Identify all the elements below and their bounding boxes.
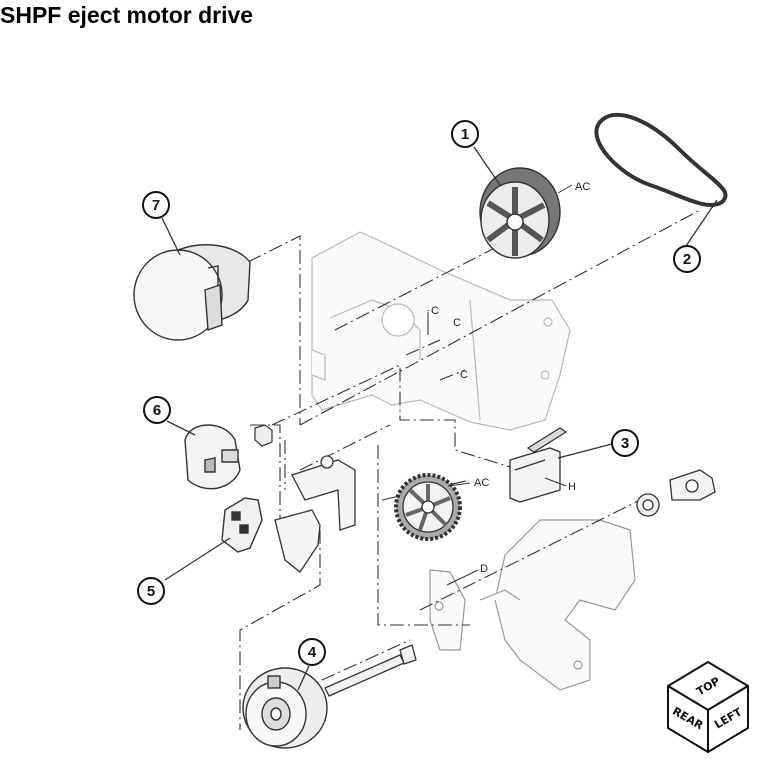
- ref-ac-lower: AC: [474, 477, 489, 489]
- sensor: [221, 497, 263, 553]
- callout-leaders: [161, 146, 718, 691]
- svg-text:5: 5: [147, 583, 155, 600]
- svg-text:7: 7: [152, 197, 160, 214]
- svg-text:4: 4: [308, 644, 317, 661]
- callout-markers: 1 2 3 4 5 6 7: [137, 120, 701, 666]
- motor: [133, 244, 251, 341]
- orientation-cube: TOP REAR LEFT: [667, 661, 749, 753]
- lower-frame: [429, 519, 636, 691]
- coupling-parts: [636, 469, 716, 517]
- callout-2: 2: [673, 245, 701, 273]
- micro-switch: [509, 427, 568, 503]
- bracket: [274, 455, 356, 573]
- clutch-assembly: [242, 667, 328, 749]
- callout-5: 5: [137, 577, 165, 605]
- ref-c-3: C: [460, 369, 468, 381]
- ref-ac-upper: AC: [575, 181, 590, 193]
- ref-h: H: [568, 481, 576, 493]
- assembly-lines: [239, 209, 701, 730]
- ref-d: D: [480, 563, 488, 575]
- pulley-gear: [479, 167, 561, 259]
- svg-text:6: 6: [153, 402, 161, 419]
- nut: [254, 424, 273, 447]
- callout-1: 1: [451, 120, 479, 148]
- callout-4: 4: [298, 638, 326, 666]
- callout-3: 3: [611, 429, 639, 457]
- reference-labels: AC AC C C C H D: [427, 181, 590, 586]
- svg-text:2: 2: [683, 251, 691, 268]
- svg-text:1: 1: [461, 126, 469, 143]
- cam: [184, 424, 241, 490]
- frame-bracket: [311, 231, 571, 431]
- page-title: SHPF eject motor drive: [0, 2, 254, 28]
- ref-c-1: C: [431, 305, 439, 317]
- shaft: [324, 644, 417, 697]
- ref-c-2: C: [453, 317, 461, 329]
- callout-6: 6: [143, 396, 171, 424]
- callout-7: 7: [142, 191, 170, 219]
- drive-belt: [594, 112, 728, 208]
- svg-text:3: 3: [621, 435, 629, 452]
- spur-gear: [394, 473, 462, 541]
